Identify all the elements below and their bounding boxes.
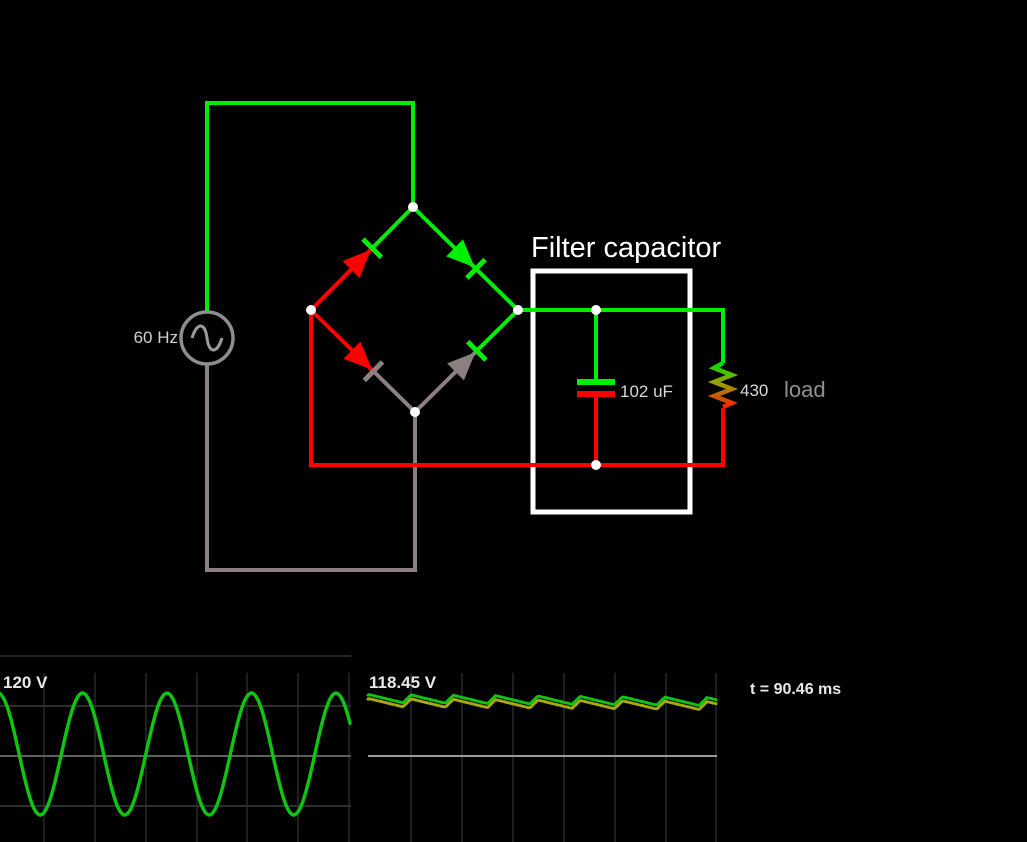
junction-node[interactable] bbox=[591, 460, 601, 470]
ripple-trace-yellow bbox=[366, 697, 718, 711]
load-resistor[interactable] bbox=[707, 361, 739, 410]
ripple-trace-green bbox=[366, 693, 718, 707]
scope-right-pane[interactable] bbox=[366, 693, 718, 711]
scope-right-voltage-label: 118.45 V bbox=[369, 673, 437, 692]
scope-left-pane[interactable] bbox=[0, 691, 352, 817]
ac-source[interactable] bbox=[179, 310, 235, 366]
sine-wave-icon bbox=[190, 324, 224, 352]
filter-capacitor[interactable] bbox=[577, 310, 615, 465]
sine-trace bbox=[0, 691, 352, 817]
diode-lower-right[interactable] bbox=[413, 308, 520, 414]
wire-source-to-bridge-bottom[interactable] bbox=[205, 364, 417, 572]
junction-node[interactable] bbox=[408, 202, 418, 212]
diode-arrow bbox=[446, 239, 475, 268]
scope-right-grid bbox=[368, 673, 717, 842]
filter-capacitor-annotation-label: Filter capacitor bbox=[531, 232, 722, 264]
filter-capacitor-annotation-box bbox=[530, 268, 693, 515]
wire-positive-rail[interactable] bbox=[518, 308, 725, 363]
junction-node[interactable] bbox=[513, 305, 523, 315]
diode-cathode-bar bbox=[465, 339, 488, 362]
junction-node[interactable] bbox=[410, 407, 420, 417]
diode-lower-left[interactable] bbox=[309, 308, 417, 414]
diode-cathode-bar bbox=[362, 360, 385, 383]
diode-upper-right[interactable] bbox=[411, 205, 520, 312]
resistance-value-label: 430 bbox=[740, 381, 769, 400]
diode-cathode-bar bbox=[465, 257, 487, 280]
wire-source-to-bridge-top[interactable] bbox=[205, 101, 415, 312]
wire-negative-rail[interactable] bbox=[309, 310, 725, 467]
junction-node[interactable] bbox=[591, 305, 601, 315]
source-frequency-label: 60 Hz bbox=[133, 328, 178, 347]
scope-left-voltage-label: 120 V bbox=[3, 673, 48, 692]
capacitance-value-label: 102 uF bbox=[620, 382, 673, 401]
diode-arrow bbox=[342, 249, 371, 278]
diode-arrow bbox=[447, 352, 476, 381]
diode-upper-left[interactable] bbox=[309, 205, 415, 312]
simulation-time-label: t = 90.46 ms bbox=[750, 681, 842, 698]
load-name-label: load bbox=[784, 377, 826, 402]
diode-arrow bbox=[343, 341, 372, 370]
junction-node[interactable] bbox=[306, 305, 316, 315]
diode-cathode-bar bbox=[361, 237, 384, 260]
resistor-zigzag bbox=[707, 361, 739, 410]
